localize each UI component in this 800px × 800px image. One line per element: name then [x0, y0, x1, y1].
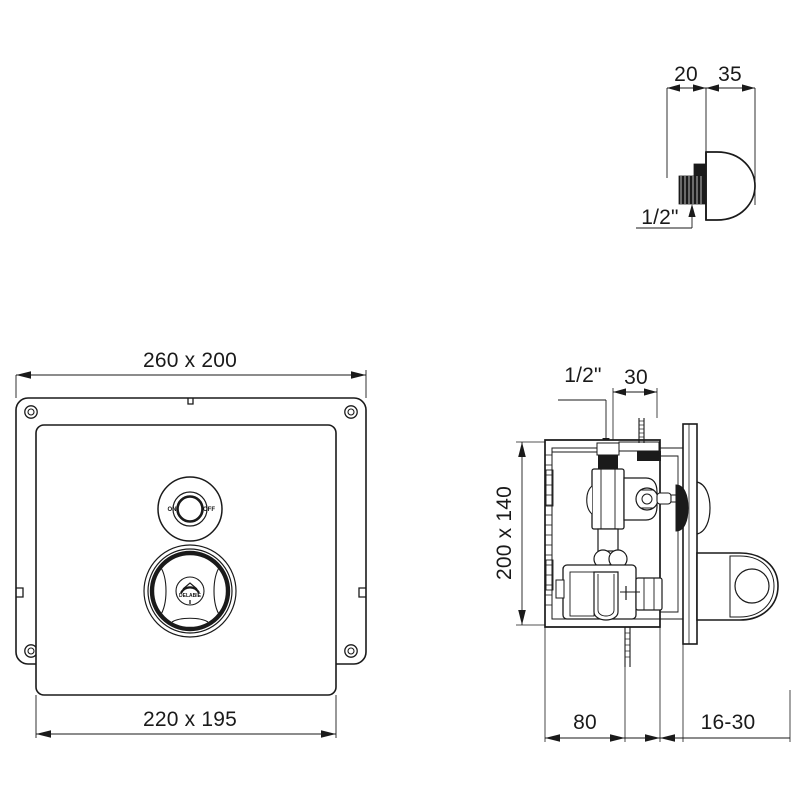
valve-connecting-neck [597, 528, 619, 552]
handle-end-cap [734, 568, 770, 604]
upper-outlet-tube [618, 441, 660, 452]
box-rib-block-lower [545, 559, 554, 591]
lower-valve-piston [593, 571, 619, 621]
spindle-core [641, 493, 653, 505]
arrowhead [706, 84, 719, 92]
dial-grip-ring[interactable] [149, 550, 231, 632]
side-elevation-view: 20 35 1/2" [636, 63, 756, 229]
corner-screws [24, 405, 358, 658]
dimension-200x140: 200 x 140 [493, 441, 545, 626]
dial-arrow-indicator [182, 582, 198, 590]
arrowhead [660, 734, 675, 742]
arrowhead [518, 610, 526, 625]
dial-lobe-left [159, 565, 167, 617]
cartridge-body [591, 468, 625, 530]
lower-valve-right-nut [635, 577, 663, 611]
on-off-cartridge [555, 564, 663, 621]
screw-top-left [24, 405, 38, 419]
temperature-dial[interactable]: DELABIE [143, 544, 237, 638]
dimension-260x200: 260 x 200 [15, 349, 367, 398]
dimension-label-200x140: 200 x 140 [493, 486, 516, 580]
section-bottom-extension-lines [544, 627, 791, 742]
box-rib-block-upper [545, 469, 554, 507]
spindle-flats [640, 489, 654, 509]
spindle-extension [656, 492, 672, 505]
dimension-80: 80 [545, 711, 625, 742]
lower-valve-left-port [555, 579, 565, 599]
dimension-label-half-inch-top: 1/2" [641, 206, 678, 229]
dial-lobe-bottom [171, 617, 209, 623]
dimension-35: 35 [706, 63, 755, 92]
dimension-label-20: 20 [674, 63, 698, 86]
screw-bottom-right [344, 644, 358, 658]
arrowhead [742, 84, 755, 92]
arrowhead [321, 730, 336, 738]
arrowhead [518, 442, 526, 457]
top-inlet-seal [598, 455, 618, 469]
arrowhead [36, 730, 51, 738]
dimension-label-16-30: 16-30 [701, 711, 756, 734]
arrowhead [693, 84, 706, 92]
cartridge-left-port [586, 485, 593, 515]
screw-bottom-left [24, 644, 38, 658]
dimension-gap [625, 734, 660, 742]
dimension-220x195: 220 x 195 [35, 695, 337, 738]
arrowhead [16, 371, 31, 379]
dial-center-hub[interactable] [175, 576, 205, 606]
dimension-label-30: 30 [624, 366, 648, 389]
plate-recess-outline [660, 455, 679, 613]
arrowhead [545, 734, 560, 742]
top-center-notch [187, 398, 194, 405]
on-off-push-cap[interactable] [176, 495, 204, 523]
dial-hub-edge [675, 484, 689, 532]
escutcheon-plate [682, 423, 698, 645]
thermostatic-cartridge [586, 468, 682, 530]
bottom-riser-pipe [624, 627, 631, 667]
dimension-label-80: 80 [573, 711, 597, 734]
arrowhead [688, 204, 696, 217]
top-riser-pipe [638, 418, 645, 443]
arrowhead [645, 734, 660, 742]
brand-label: DELABIE [179, 593, 202, 599]
dimension-20: 20 [667, 63, 706, 92]
dimension-label-260x200: 260 x 200 [143, 349, 237, 372]
dimension-label-half-inch-section: 1/2" [564, 364, 601, 387]
lower-valve-chamber-left [569, 571, 595, 617]
dimension-label-220x195: 220 x 195 [143, 708, 237, 731]
arrowhead [613, 388, 626, 396]
lower-valve-piston-inner [597, 574, 615, 617]
side-tab-left [16, 587, 24, 598]
screw-top-right [344, 405, 358, 419]
side-tab-right [358, 587, 366, 598]
dial-lobe-right [213, 565, 221, 617]
on-label: ON [168, 507, 177, 513]
thread-marks [680, 176, 702, 204]
on-off-button[interactable]: ON OFF [157, 476, 223, 542]
top-inlet-stub [596, 442, 620, 456]
dimension-label-35: 35 [718, 63, 742, 86]
upper-outlet-seal [637, 451, 661, 461]
off-label: OFF [203, 507, 215, 513]
side-elevation-dome-body [705, 151, 756, 221]
leader-half-inch-top: 1/2" [636, 204, 696, 229]
handle-inner-profile [729, 555, 775, 618]
box-to-plate-flange [660, 447, 683, 620]
arrowhead [351, 371, 366, 379]
arrowhead [667, 84, 680, 92]
dial-arc-indicator [180, 586, 200, 594]
side-elevation-threaded-inlet [678, 175, 707, 205]
side-elevation-top-boss [693, 163, 707, 177]
arrowhead [644, 388, 657, 396]
dimension-16-30: 16-30 [660, 711, 790, 742]
front-view: 260 x 200 [15, 349, 367, 738]
section-view: 30 1/2" 200 x 140 [493, 364, 791, 742]
dial-rim-profile [696, 481, 711, 535]
arrowhead [610, 734, 625, 742]
